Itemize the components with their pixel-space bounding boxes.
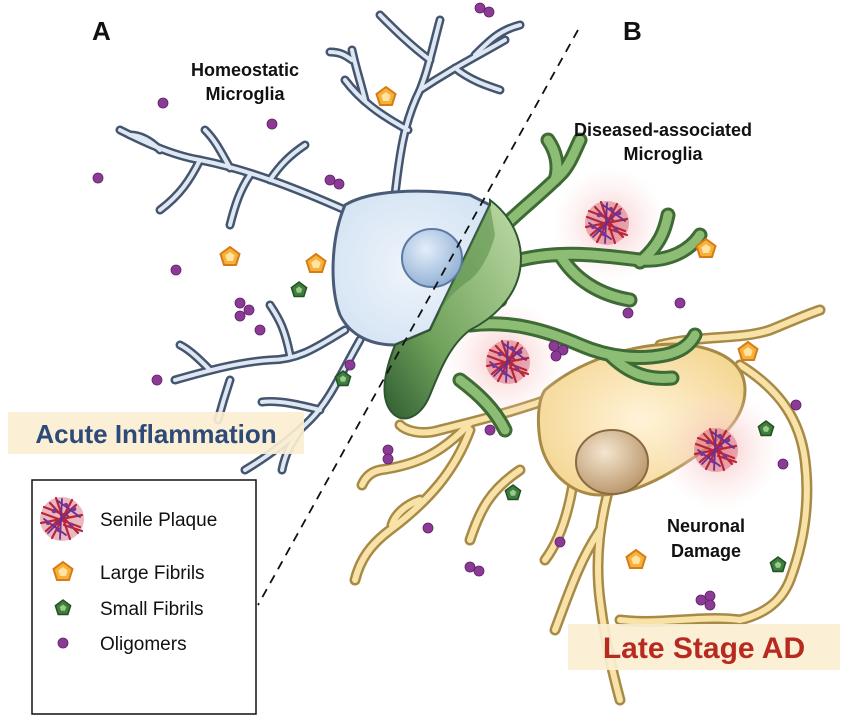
legend-item-large-fibrils: Large Fibrils bbox=[52, 561, 205, 584]
senile-plaque bbox=[484, 338, 532, 386]
homeostatic-title-line1: Homeostatic bbox=[191, 60, 299, 80]
microglia-nucleus bbox=[401, 228, 463, 288]
legend-label: Senile Plaque bbox=[100, 510, 217, 531]
small-fibril bbox=[769, 556, 787, 573]
large-fibril bbox=[737, 341, 759, 361]
acute-inflammation-label: Acute Inflammation bbox=[35, 419, 276, 449]
oligomer-icon bbox=[57, 637, 69, 649]
large-fibril bbox=[305, 253, 327, 273]
small-fibril bbox=[290, 281, 308, 298]
late-stage-ad-label: Late Stage AD bbox=[603, 632, 805, 665]
legend-item-senile-plaque: Senile Plaque bbox=[38, 495, 217, 543]
senile-plaque bbox=[692, 426, 740, 474]
small-fibril bbox=[504, 484, 522, 501]
acute-inflammation-banner: Acute Inflammation bbox=[8, 412, 304, 454]
senile-plaque-icon bbox=[38, 495, 86, 543]
neuronal-damage-line1: Neuronal bbox=[667, 516, 745, 536]
legend: Senile Plaque Large Fibrils Small Fibril… bbox=[31, 479, 257, 715]
senile-plaque bbox=[583, 199, 631, 247]
panel-a-label: A bbox=[92, 16, 111, 46]
divider-line bbox=[257, 29, 579, 606]
legend-label: Oligomers bbox=[100, 634, 187, 655]
legend-item-small-fibrils: Small Fibrils bbox=[54, 599, 203, 620]
diseased-title-line1: Diseased-associated bbox=[574, 120, 752, 140]
panel-b-label: B bbox=[623, 16, 642, 46]
legend-label: Small Fibrils bbox=[100, 599, 203, 620]
large-fibril bbox=[219, 246, 241, 266]
diseased-title-line2: Microglia bbox=[623, 144, 703, 164]
neuronal-damage-line2: Damage bbox=[671, 541, 741, 561]
large-fibril bbox=[375, 86, 397, 106]
large-fibril bbox=[625, 549, 647, 569]
late-stage-banner: Late Stage AD bbox=[568, 624, 840, 670]
legend-label: Large Fibrils bbox=[100, 563, 205, 584]
neuron-nucleus bbox=[575, 429, 649, 495]
legend-item-oligomers: Oligomers bbox=[57, 634, 187, 655]
homeostatic-title-line2: Microglia bbox=[205, 84, 285, 104]
